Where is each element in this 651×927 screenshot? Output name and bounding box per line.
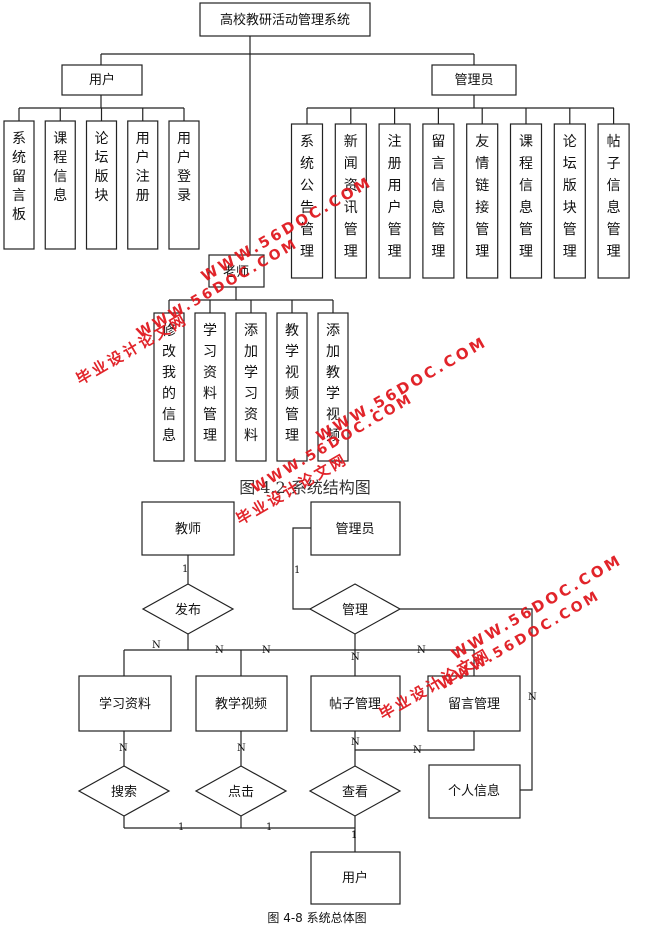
rel-label: N: [215, 645, 224, 656]
watermark-site: WWW.56DOC.COM: [448, 551, 626, 664]
teaching-video-label: 教学视频: [215, 696, 267, 712]
rel-label: N: [262, 645, 271, 656]
teacher-module-box: [194, 312, 226, 462]
teacher-module-box: [235, 312, 267, 462]
study-material-label: 学习资料: [99, 696, 151, 712]
admin-module-label: 友情链接管理: [475, 134, 489, 260]
teacher-module-box: [153, 312, 185, 462]
teacher-module-label: 添加教学视频: [326, 323, 340, 444]
teacher-node-box: [208, 254, 265, 288]
admin-module-box: [597, 123, 630, 279]
admin-module-box: [466, 123, 499, 279]
rel-label: N: [351, 737, 360, 748]
search-relation-label: 搜索: [111, 785, 137, 800]
rel-label: N: [351, 652, 360, 663]
user-module-box: [127, 120, 159, 250]
post-manage-label: 帖子管理: [329, 697, 381, 712]
rel-label: 1: [182, 564, 188, 575]
admin-module-box: [553, 123, 586, 279]
post-manage-entity: [310, 675, 401, 732]
admin-node-box: [431, 64, 517, 96]
admin-entity-label: 管理员: [335, 522, 374, 537]
admin-module-box: [290, 123, 324, 279]
view-relation-label: 查看: [342, 784, 368, 800]
teacher-module-label: 添加学习资料: [244, 323, 258, 444]
user-module-box: [44, 120, 76, 250]
admin-module-label: 论坛版块管理: [563, 134, 577, 260]
user-module-label: 课程信息: [53, 131, 67, 204]
rel-label: N: [152, 640, 161, 651]
structure-caption: 图 4.2 系统结构图: [239, 478, 371, 497]
admin-module-label: 课程信息管理: [519, 134, 533, 260]
admin-module-label: 注册用户管理: [388, 134, 402, 260]
rel-label: 1: [178, 822, 184, 833]
user-module-label: 用户注册: [136, 131, 150, 204]
admin-node-label: 管理员: [454, 73, 493, 88]
user-modules: 系统留言板 课程信息 论坛版块 用户注册 用户登录: [3, 108, 200, 250]
teacher-modules: 修改我的信息 学习资料管理 添加学习资料 教学视频管理 添加教学视频: [153, 300, 349, 462]
teacher-entity-label: 教师: [175, 521, 201, 537]
rel-label: N: [528, 692, 537, 703]
rel-label: N: [237, 743, 246, 754]
er-caption: 图 4-8 系统总体图: [267, 911, 366, 925]
structure-chart: 高校教研活动管理系统 用户 管理员 老师 系统留言板 课程信息 论坛版块 用户注册 用户…: [3, 2, 630, 497]
user-module-label: 系统留言板: [12, 131, 26, 223]
user-node-box: [61, 64, 143, 96]
teacher-module-label: 教学视频管理: [285, 323, 299, 444]
admin-module-box: [334, 123, 367, 279]
message-manage-entity: [427, 675, 521, 732]
user-module-label: 用户登录: [177, 131, 191, 204]
study-material-entity: [78, 675, 172, 732]
admin-module-box: [509, 123, 543, 279]
user-module-label: 论坛版块: [95, 131, 109, 204]
admin-module-label: 帖子信息管理: [607, 134, 621, 260]
teacher-module-box: [276, 312, 308, 462]
rel-label: 1: [294, 565, 300, 576]
teacher-module-box: [317, 312, 349, 462]
user-module-box: [85, 120, 118, 250]
teacher-module-label: 学习资料管理: [203, 323, 217, 444]
teaching-video-entity: [195, 675, 288, 732]
root-box: [199, 2, 371, 37]
rel-label: N: [413, 745, 422, 756]
er-diagram: 教师 管理员 1 1 发布 管理 N N N N N N 学习资料 教学视频: [77, 501, 537, 925]
user-entity: [310, 851, 401, 905]
admin-module-box: [422, 123, 455, 279]
user-module-box: [3, 120, 35, 250]
admin-module-label: 系统公告管理: [300, 134, 314, 260]
admin-entity: [310, 501, 401, 556]
manage-relation-label: 管理: [342, 603, 368, 618]
message-manage-label: 留言管理: [448, 697, 500, 712]
publish-relation-label: 发布: [175, 602, 201, 618]
rel-label: 1: [351, 830, 357, 841]
personal-info-entity: [428, 764, 521, 819]
admin-modules: 系统公告管理 新闻资讯管理 注册用户管理 留言信息管理 友情链接管理 课程信息管理 论坛版块…: [290, 108, 630, 279]
user-module-box: [168, 120, 200, 250]
admin-module-label: 留言信息管理: [431, 134, 445, 260]
user-entity-label: 用户: [342, 870, 368, 886]
rel-label: N: [119, 743, 128, 754]
root-label: 高校教研活动管理系统: [220, 12, 350, 28]
click-relation-label: 点击: [228, 785, 254, 800]
user-node-label: 用户: [89, 72, 115, 88]
admin-module-box: [378, 123, 411, 279]
rel-label: 1: [266, 822, 272, 833]
admin-module-label: 新闻资讯管理: [344, 134, 358, 260]
rel-label: N: [417, 645, 426, 656]
teacher-node-label: 老师: [223, 265, 249, 280]
personal-info-label: 个人信息: [448, 783, 500, 799]
teacher-module-label: 修改我的信息: [162, 323, 176, 444]
